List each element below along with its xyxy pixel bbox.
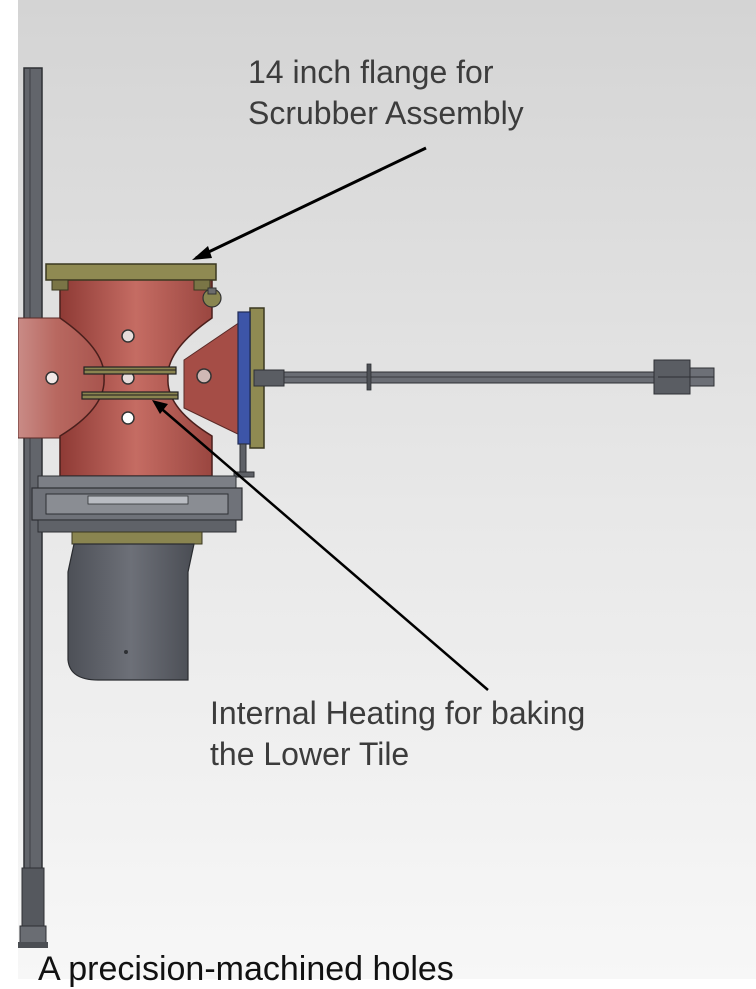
heating-label-line2: the Lower Tile: [210, 736, 410, 772]
flange-label-line2: Scrubber Assembly: [248, 95, 524, 131]
flange-annotation: 14 inch flange for Scrubber Assembly: [248, 52, 524, 134]
manipulator-rod: [253, 359, 715, 395]
bottom-caption: A precision-machined holes: [38, 950, 454, 988]
flange-label-line1: 14 inch flange for: [248, 54, 494, 90]
heating-label-line1: Internal Heating for baking: [210, 695, 586, 731]
chamber-drawing: [18, 67, 715, 948]
right-flange: [233, 307, 265, 478]
annotation-arrows: [152, 146, 489, 691]
top-flange: [45, 263, 222, 308]
lower-stage: [31, 475, 243, 545]
slide: 14 inch flange for Scrubber Assembly Int…: [18, 0, 756, 979]
motor: [67, 543, 195, 681]
heating-annotation: Internal Heating for baking the Lower Ti…: [210, 693, 585, 775]
